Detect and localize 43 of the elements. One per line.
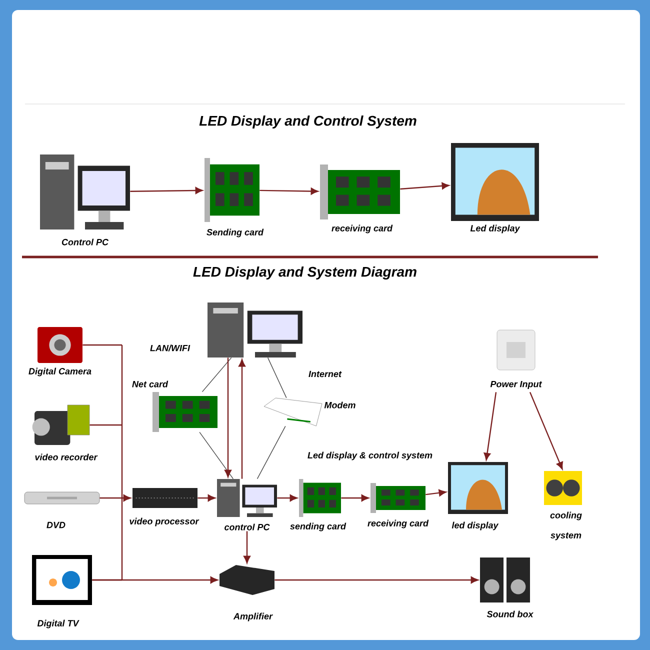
heading: LED Display and System Diagram (193, 266, 416, 280)
arrow (260, 188, 318, 195)
arrow (92, 576, 218, 584)
arrow (341, 494, 369, 502)
device-label: video processor (130, 518, 200, 526)
arrow (277, 494, 298, 502)
arrow (244, 531, 250, 564)
device-label: Control PC (62, 238, 109, 246)
edge-label: LAN/WIFI (149, 344, 191, 352)
device-label: Net card (132, 380, 168, 388)
device-label: Modem (324, 402, 356, 408)
device-label: Led display (470, 224, 520, 234)
arrow (400, 182, 450, 190)
device-label: Digital Camera (28, 368, 92, 376)
arrow (238, 359, 246, 479)
device-label: led display (452, 522, 499, 530)
computer-drawing (208, 302, 302, 358)
heading: LED Display and Control System (199, 115, 416, 129)
device-label: sending card (290, 522, 346, 532)
device-label: control PC (224, 524, 270, 530)
device-label: Sending card (206, 228, 264, 238)
arrow (198, 494, 216, 502)
arrow (426, 489, 446, 496)
arrow (224, 358, 232, 478)
arrow (82, 344, 131, 581)
device-label: DVD (46, 522, 66, 528)
group-label: Led display & control system (308, 452, 432, 460)
device-label: Amplifier (233, 612, 273, 622)
device-label: receiving card (332, 224, 393, 234)
arrow (529, 392, 563, 470)
device-label: Sound box (486, 610, 534, 618)
device-label: Power Input (490, 380, 542, 390)
arrow (484, 392, 497, 460)
device-label: video recorder (35, 454, 98, 460)
connector-line (202, 357, 232, 392)
connector-line (256, 426, 286, 480)
arrow (130, 187, 203, 194)
arrow (274, 576, 478, 584)
device-label: cooling system (550, 512, 582, 540)
device-label: Digital TV (37, 620, 80, 628)
device-label: receiving card (368, 520, 429, 528)
connector-line (267, 357, 287, 398)
connector-line (199, 432, 234, 480)
